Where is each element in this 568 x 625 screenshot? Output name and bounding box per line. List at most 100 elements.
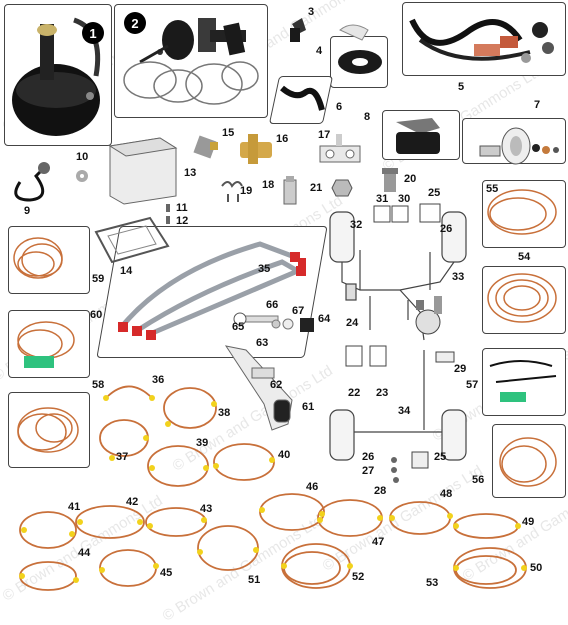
hose-end-icon [118, 252, 306, 340]
callout-25-rear: 25 [434, 451, 447, 463]
callout-37: 37 [116, 451, 129, 463]
callout-30: 30 [398, 193, 411, 205]
callout-59: 59 [92, 273, 105, 285]
gaiter-icon [396, 118, 440, 154]
callout-13: 13 [184, 167, 197, 179]
vacuum-hose-icon [280, 85, 325, 111]
callout-29: 29 [454, 363, 467, 375]
callout-54: 54 [518, 251, 531, 263]
callout-50: 50 [530, 562, 543, 574]
callout-49: 49 [522, 516, 535, 528]
callout-10: 10 [76, 151, 89, 163]
callout-15: 15 [222, 127, 235, 139]
callout-43: 43 [200, 503, 213, 515]
bracket-icon [345, 345, 387, 367]
callout-18: 18 [262, 179, 275, 191]
callout-4: 4 [316, 45, 323, 57]
callout-66: 66 [266, 299, 279, 311]
gasket-icon [94, 216, 170, 264]
callout-25: 25 [428, 187, 441, 199]
callout-64: 64 [318, 313, 331, 325]
callout-44: 44 [78, 547, 91, 559]
callout-55: 55 [486, 183, 499, 195]
master-cylinder-icon [479, 127, 559, 165]
front-bracket-icon [373, 203, 441, 223]
callout-5: 5 [458, 81, 465, 93]
callout-14: 14 [120, 265, 133, 277]
callout-12: 12 [176, 215, 189, 227]
black-pipe-icon [24, 356, 557, 402]
callout-11: 11 [176, 202, 188, 214]
servo-kit-parts-icon [409, 18, 554, 63]
wiring-lead-icon [14, 162, 50, 202]
callout-53: 53 [426, 577, 439, 589]
badge-2: 2 [124, 12, 146, 34]
callout-56: 56 [472, 474, 485, 486]
spacer-icon [251, 367, 275, 379]
callout-24: 24 [346, 317, 359, 329]
callout-60: 60 [90, 309, 103, 321]
callout-52: 52 [352, 571, 365, 583]
callout-36: 36 [152, 374, 165, 386]
hose-ring-icon [123, 61, 259, 105]
callout-32: 32 [350, 219, 363, 231]
brake-hose-icon [122, 241, 301, 337]
callout-38: 38 [218, 407, 231, 419]
callout-46: 46 [306, 481, 319, 493]
callout-34: 34 [398, 405, 411, 417]
callout-65: 65 [232, 321, 245, 333]
adaptor-icon [382, 168, 398, 192]
callout-61: 61 [302, 401, 315, 413]
pedal-bolt-icon [233, 312, 279, 326]
servo-valve-icon [139, 18, 246, 64]
reservoir-cover-icon [108, 137, 178, 205]
copper-pipe-kit-icon [13, 189, 557, 487]
callout-20: 20 [404, 173, 417, 185]
callout-51: 51 [248, 574, 261, 586]
brake-layout-icon [329, 211, 467, 461]
pipe-kit-box-58 [8, 392, 90, 468]
callout-40: 40 [278, 449, 291, 461]
callout-26-rear: 26 [362, 451, 375, 463]
pressure-switch-icon [193, 135, 218, 159]
tee-bracket-icon [391, 451, 429, 483]
callout-22: 22 [348, 387, 361, 399]
callout-39: 39 [196, 437, 209, 449]
callout-41: 41 [68, 501, 81, 513]
callout-21: 21 [310, 182, 323, 194]
callout-58: 58 [92, 379, 105, 391]
callout-28: 28 [374, 485, 387, 497]
servo-seal-icon [338, 24, 382, 74]
pipe-nut-icon [19, 395, 527, 583]
callout-3: 3 [308, 6, 315, 18]
callout-33: 33 [452, 271, 465, 283]
callout-47: 47 [372, 536, 385, 548]
callout-35: 35 [258, 263, 271, 275]
grommet-icon [290, 18, 306, 42]
callout-48: 48 [440, 488, 453, 500]
diagram-drawing [12, 17, 559, 591]
brass-union-icon [240, 134, 272, 164]
nut-icon [331, 179, 353, 197]
callout-19: 19 [240, 185, 253, 197]
callout-63: 63 [256, 337, 269, 349]
pipe-kit-box-55 [482, 180, 566, 248]
callout-42: 42 [126, 496, 139, 508]
clip-icon [221, 181, 243, 202]
callout-7: 7 [534, 99, 541, 111]
bush-icon [271, 318, 314, 332]
screw-icon [166, 204, 170, 224]
callout-23: 23 [376, 387, 389, 399]
callout-6: 6 [336, 101, 343, 113]
pedal-pad-icon [273, 399, 291, 423]
brake-servo-icon [12, 17, 101, 136]
callout-31: 31 [376, 193, 389, 205]
badge-1: 1 [82, 22, 104, 44]
callout-62: 62 [270, 379, 283, 391]
callout-16: 16 [276, 133, 289, 145]
union-icon [435, 351, 455, 363]
callout-26: 26 [440, 223, 453, 235]
tee-piece-icon [319, 134, 361, 163]
bleed-screw-icon [283, 176, 297, 205]
